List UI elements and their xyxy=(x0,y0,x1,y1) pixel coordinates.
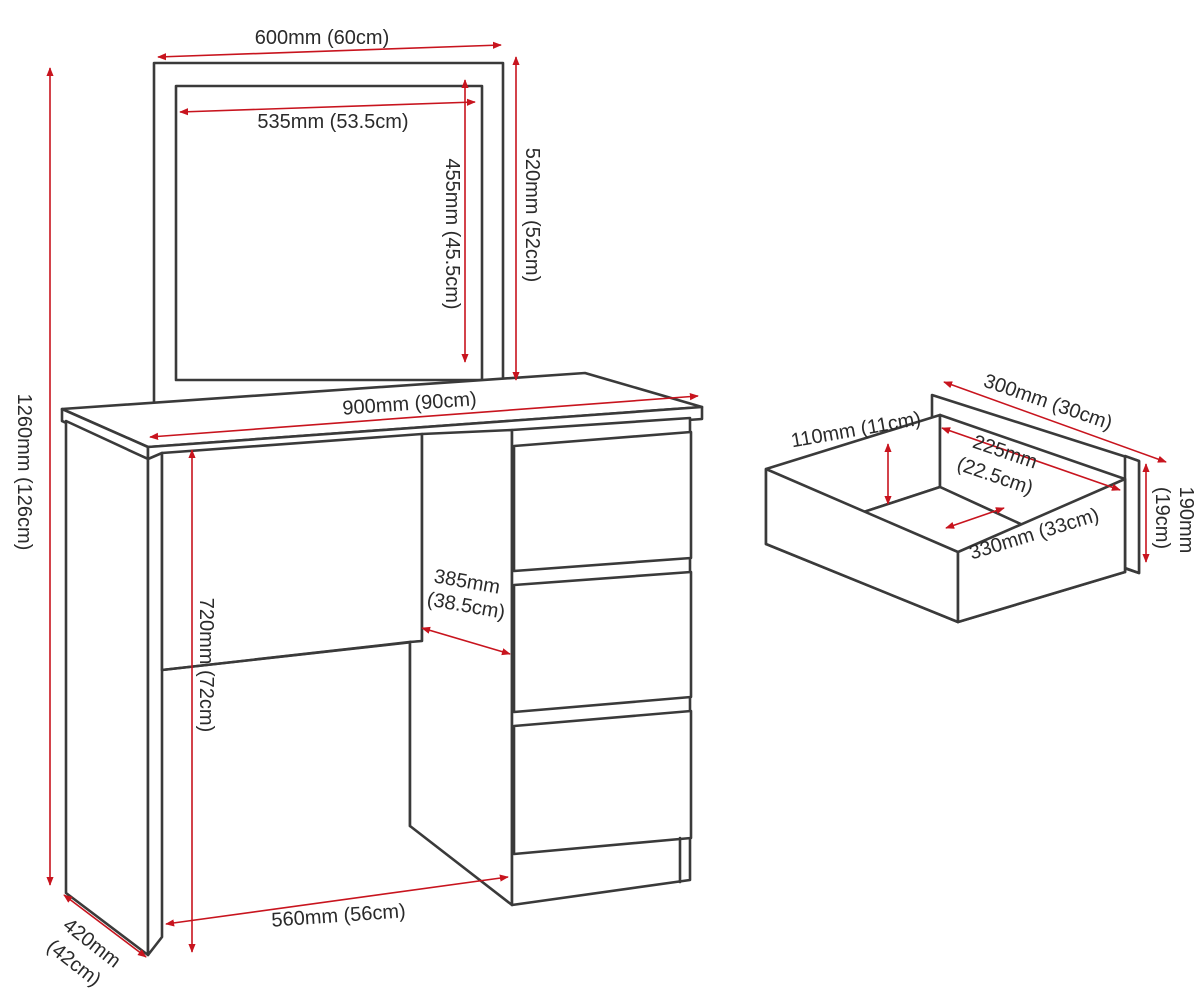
table-height-label: 720mm (72cm) xyxy=(195,598,217,732)
mirror-outer-width-line xyxy=(157,41,502,61)
mirror-outer-height-label: 520mm (52cm) xyxy=(521,148,543,282)
mirror-inner-height-label: 455mm (45.5cm) xyxy=(441,158,463,309)
drawer-unit xyxy=(510,416,693,907)
left-side-panel xyxy=(64,419,150,957)
inner-depth-line xyxy=(421,626,511,656)
knee-width-label: 560mm (56cm) xyxy=(271,900,407,931)
drawer-1 xyxy=(512,430,693,573)
dressing-table xyxy=(60,61,704,957)
mirror-inner-width-line xyxy=(179,98,476,116)
drawer-2 xyxy=(512,570,693,714)
drawer-depth-line xyxy=(943,381,1167,463)
drawer-front-height-label-2: (19cm) xyxy=(1151,487,1173,549)
dimension-lines xyxy=(46,41,1167,958)
table-width-line xyxy=(149,393,699,440)
drawer-front-edge xyxy=(1123,454,1141,575)
drawer-front-height-label-1: 190mm xyxy=(1175,487,1197,554)
knee-width-line xyxy=(165,874,509,927)
drawer-inner-depth-line xyxy=(941,427,1121,491)
drawer-inner-width-line xyxy=(945,507,1005,529)
mirror xyxy=(152,61,505,405)
drawer-near-side xyxy=(956,477,1127,624)
left-panel-inner-face xyxy=(146,451,164,957)
drawer-3 xyxy=(512,709,693,856)
total-height-label: 1260mm (126cm) xyxy=(13,394,35,551)
mirror-outer-width-label: 600mm (60cm) xyxy=(255,27,389,49)
depth-line xyxy=(63,894,147,958)
drawer-unit-side xyxy=(408,428,514,907)
single-drawer xyxy=(764,393,1141,624)
mirror-inner-width-label: 535mm (53.5cm) xyxy=(257,111,408,133)
